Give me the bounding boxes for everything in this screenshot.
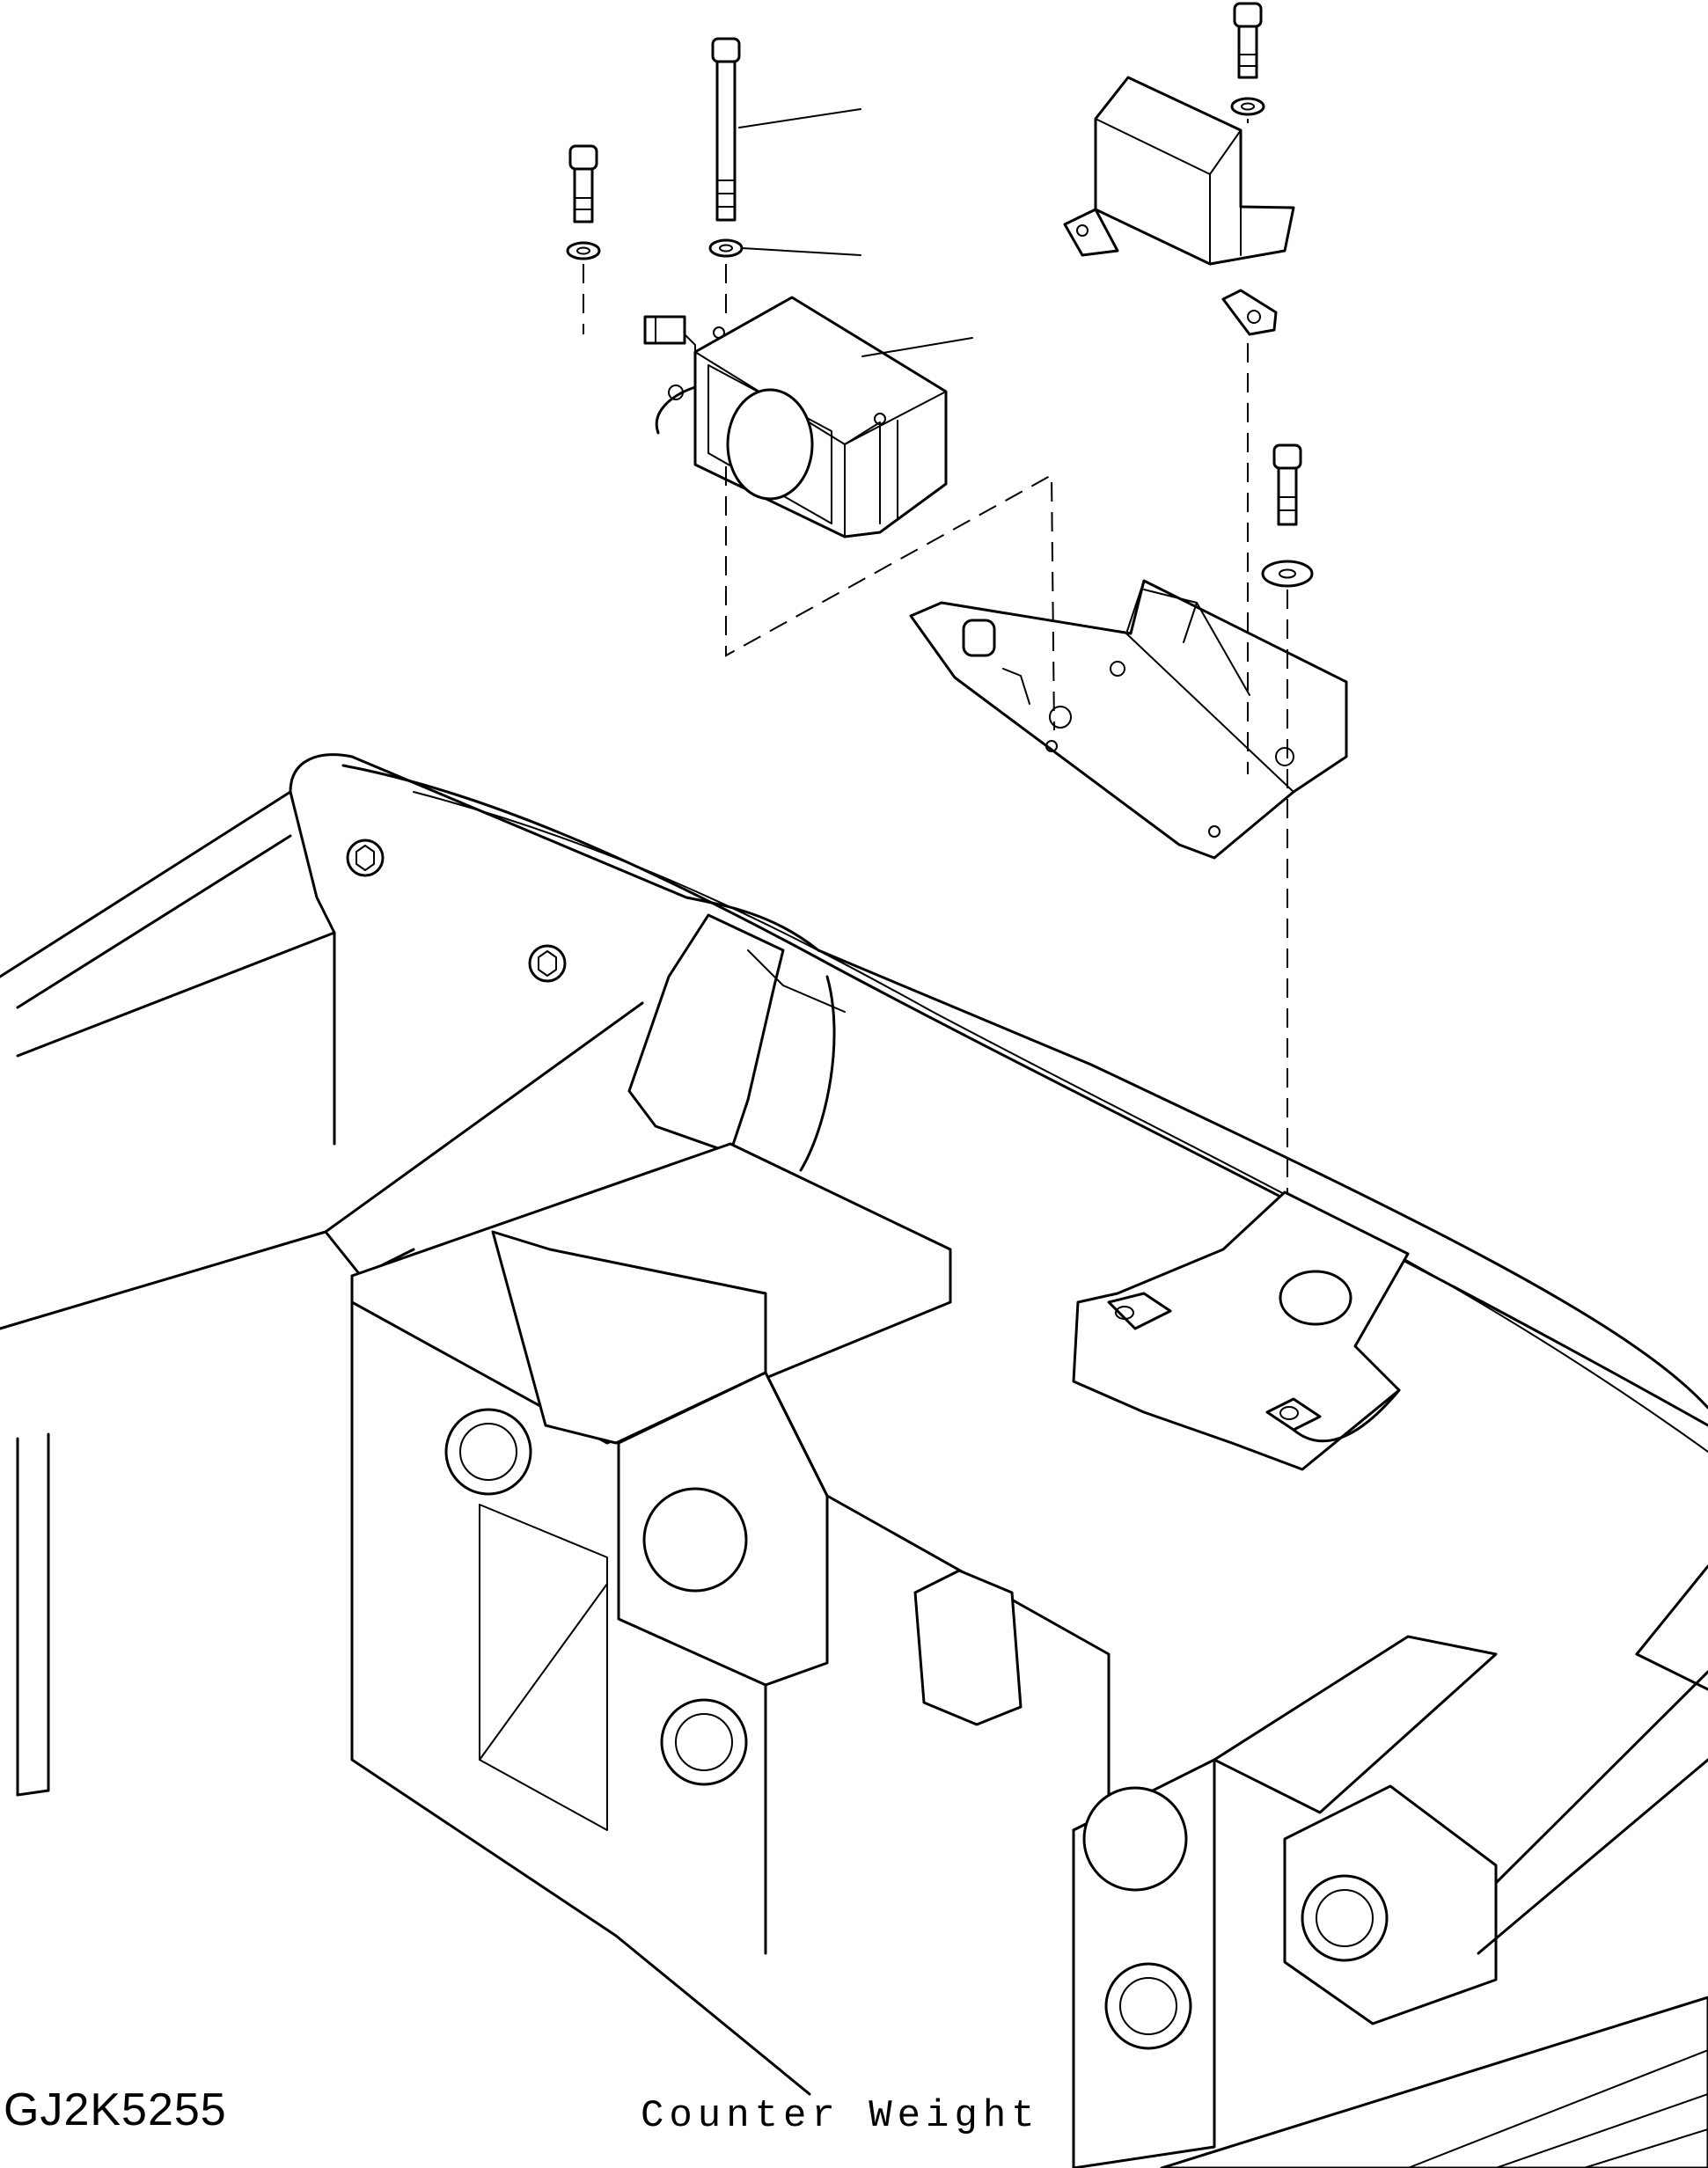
washer-top-right — [1230, 97, 1265, 116]
leader-line-washer — [741, 247, 861, 256]
part-caption: Counter Weight — [641, 2094, 1040, 2138]
buzzer-unit — [643, 296, 948, 538]
drawing-id: GJ2K5255 — [4, 2084, 227, 2135]
washer-left — [566, 241, 601, 260]
counterweight-body — [0, 753, 1708, 2168]
thick-washer-bracket — [1261, 560, 1314, 588]
mounting-bracket — [909, 579, 1348, 860]
long-bolt — [711, 37, 741, 222]
leader-line-buzzer — [861, 337, 973, 357]
left-frame-rail — [16, 1432, 50, 1797]
small-bolt-left — [568, 144, 598, 223]
small-bolt-top-right — [1233, 2, 1263, 79]
small-bolt-bracket — [1272, 443, 1302, 526]
washer-long-bolt — [708, 238, 744, 258]
buzzer-cover — [1063, 76, 1295, 336]
leader-line-long-bolt — [738, 108, 861, 128]
